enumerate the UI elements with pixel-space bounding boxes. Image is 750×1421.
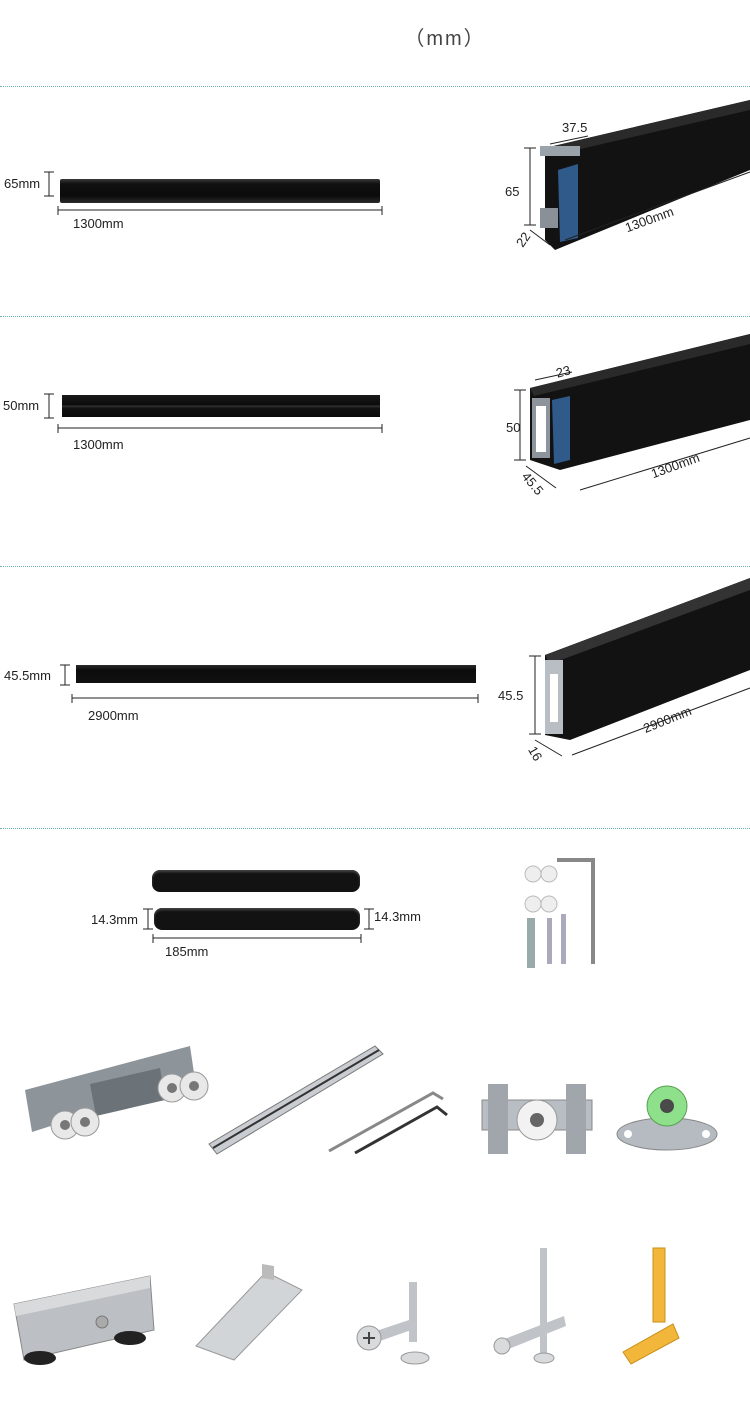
length-label: 2900mm [88,708,139,723]
section-divider [0,316,750,317]
height-label: 45.5mm [4,668,51,683]
length-dim-line [57,206,383,215]
rail-side-view [60,179,380,203]
height-dim-bracket [143,908,153,930]
guide-height-left-label: 14.3mm [91,912,138,927]
wall-anchor-icon [622,1247,680,1365]
profile-height-label: 65 [505,184,520,199]
section-divider [0,566,750,567]
length-dim-line [152,934,362,943]
rail-section-2: 50mm 1300mm 23 50 45.5 1300mm [0,320,750,560]
section-divider [0,86,750,87]
height-label: 50mm [3,398,40,413]
roller-carriage-icon [25,1046,209,1140]
guide-length-label: 185mm [165,944,209,959]
rail-section-3: 45.5mm 2900mm 45.5 16 2900mm [0,570,750,822]
length-label: 1300mm [73,437,124,452]
rail-section-1: 65mm 1300mm 37.5 65 22 1300mm [0,90,750,310]
height-dim-bracket [44,393,54,419]
end-cap-icon [195,1264,303,1361]
profile-height-label: 45.5 [498,688,524,703]
rail-side-view [62,395,380,417]
floor-guide-roller-icon [481,1084,593,1154]
length-dim-line [57,424,383,433]
profile-width-label: 37.5 [562,120,588,135]
height-dim-bracket [44,171,54,197]
guide-section: 14.3mm 14.3mm 185mm [0,832,750,1002]
track-bar-icon [208,1045,384,1155]
screw-kit-icon [524,858,595,968]
rail-side-view [76,665,476,683]
length-dim-line [71,694,479,703]
hex-key-icon [328,1091,448,1155]
guide-bar-top [152,870,360,892]
green-roller-plate-icon [616,1085,718,1151]
height-dim-bracket [60,664,70,686]
profile-height-label: 50 [506,420,521,435]
rail-profile-3d [529,578,750,757]
length-label: 1300mm [73,216,124,231]
height-label: 65mm [4,176,41,191]
rail-profile-3d [524,100,750,250]
phillips-screw-icon [356,1282,430,1365]
self-tapping-screw-icon [493,1248,566,1364]
rail-profile-3d [514,334,750,491]
guide-height-right-label: 14.3mm [374,909,421,924]
guide-bar-bottom [154,908,360,930]
accessories-row-2 [0,1240,750,1400]
section-divider [0,828,750,829]
accessories-row-1 [0,1030,750,1180]
height-dim-bracket [364,908,374,930]
damper-icon [13,1275,155,1365]
unit-label: （mm） [404,28,486,50]
